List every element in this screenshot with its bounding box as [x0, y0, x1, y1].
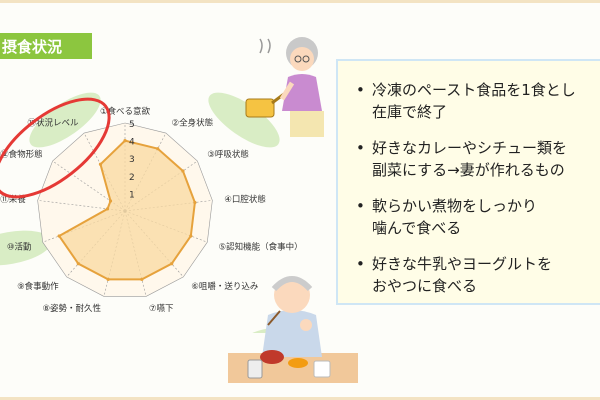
- bullet-icon: •: [356, 255, 365, 273]
- info-list: • 冷凍のペースト食品を1食とし 在庫で終了 • 好きなカレーやシチュー類を 副菜に…: [338, 61, 600, 297]
- steam-icon: [259, 38, 271, 54]
- leaf-shape: [208, 92, 280, 148]
- data-point: [156, 147, 160, 151]
- radar-chart: 1 2 3 4 5 ①食べる意欲 ②全身状態 ③呼吸状態 ④口腔状態 ⑤認知機能（食事中） ⑥咀嚼…: [0, 92, 303, 333]
- info-item-1: • 冷凍のペースト食品を1食とし 在庫で終了: [356, 79, 600, 123]
- tick-label: 2: [129, 173, 135, 183]
- info-text: 好きなカレーやシチュー類を 副菜にする→妻が作れるもの: [372, 139, 568, 179]
- axis-label: ⑧姿勢・耐久性: [42, 303, 101, 314]
- axis-label: ⑪栄養: [0, 194, 26, 205]
- data-point: [98, 162, 103, 166]
- axis-label: ⑩活動: [7, 241, 32, 252]
- miso-bowl-icon: [260, 350, 284, 364]
- data-point: [140, 277, 144, 281]
- axis-label: ①食べる意欲: [100, 106, 151, 117]
- bullet-icon: •: [356, 139, 365, 157]
- data-point: [76, 262, 80, 266]
- grid-spoke: [37, 200, 126, 212]
- axis-label: ④口腔状態: [224, 194, 266, 205]
- axis-label: ⑥咀嚼・送り込み: [191, 281, 259, 292]
- tick-label: 5: [129, 120, 135, 130]
- info-item-3: • 軟らかい煮物をしっかり 噛んで食べる: [356, 195, 600, 239]
- info-text: 冷凍のペースト食品を1食とし 在庫で終了: [372, 81, 576, 121]
- axis-label: ⑦嚥下: [149, 303, 174, 314]
- data-point: [123, 139, 127, 143]
- page-title: 摂食状況: [2, 38, 63, 56]
- data-point: [105, 207, 110, 211]
- info-item-4: • 好きな牛乳やヨーグルトを おやつに食べる: [356, 253, 600, 297]
- data-point: [106, 277, 110, 281]
- leaf-shape: [0, 230, 52, 266]
- data-point: [189, 234, 193, 238]
- axis-label: ⑤認知機能（食事中）: [219, 241, 303, 252]
- bullet-icon: •: [356, 81, 365, 99]
- axis-label: ⑫食物形態: [0, 149, 43, 160]
- axis-label: ②全身状態: [171, 117, 213, 128]
- data-point: [108, 199, 113, 203]
- highlight-circle: [0, 97, 111, 199]
- leaf-shape: [29, 92, 101, 148]
- data-point: [57, 234, 61, 238]
- bullet-icon: •: [356, 197, 365, 215]
- cooking-woman-illustration: [245, 37, 324, 137]
- title-bar: 摂食状況: [0, 33, 92, 59]
- axis-label: ③呼吸状態: [207, 149, 249, 160]
- eating-man-illustration: [228, 276, 358, 383]
- info-panel: • 冷凍のペースト食品を1食とし 在庫で終了 • 好きなカレーやシチュー類を 副菜に…: [336, 59, 600, 305]
- leaf-decorations: [0, 92, 280, 333]
- info-text: 好きな牛乳やヨーグルトを おやつに食べる: [372, 255, 553, 295]
- yogurt-icon: [313, 360, 331, 378]
- axis-label: ⑬状況レベル: [28, 117, 80, 128]
- cup-icon: [247, 359, 263, 379]
- radar-area: [57, 139, 197, 281]
- grandpa-shirt: [262, 310, 322, 357]
- grandma-face: [290, 47, 314, 71]
- data-point: [181, 169, 185, 173]
- chopsticks-icon: [267, 310, 281, 326]
- radar-ticks: 1 2 3 4 5: [129, 120, 135, 200]
- grandpa-hair: [271, 276, 313, 292]
- side-dish-icon: [288, 358, 308, 368]
- radar-axis-labels: ①食べる意欲 ②全身状態 ③呼吸状態 ④口腔状態 ⑤認知機能（食事中） ⑥咀嚼・送り込み ⑦…: [0, 106, 302, 314]
- tick-label: 1: [129, 190, 135, 200]
- axis-label: ⑨食事動作: [17, 281, 59, 292]
- data-point: [193, 200, 197, 205]
- tick-label: 3: [129, 155, 135, 165]
- info-item-2: • 好きなカレーやシチュー類を 副菜にする→妻が作れるもの: [356, 137, 600, 181]
- pot-icon: [245, 98, 275, 118]
- info-text: 軟らかい煮物をしっかり 噛んで食べる: [372, 197, 538, 237]
- data-point: [170, 262, 174, 266]
- tick-label: 4: [129, 138, 135, 148]
- grandma-skirt: [290, 111, 324, 137]
- grandpa-face: [274, 277, 310, 313]
